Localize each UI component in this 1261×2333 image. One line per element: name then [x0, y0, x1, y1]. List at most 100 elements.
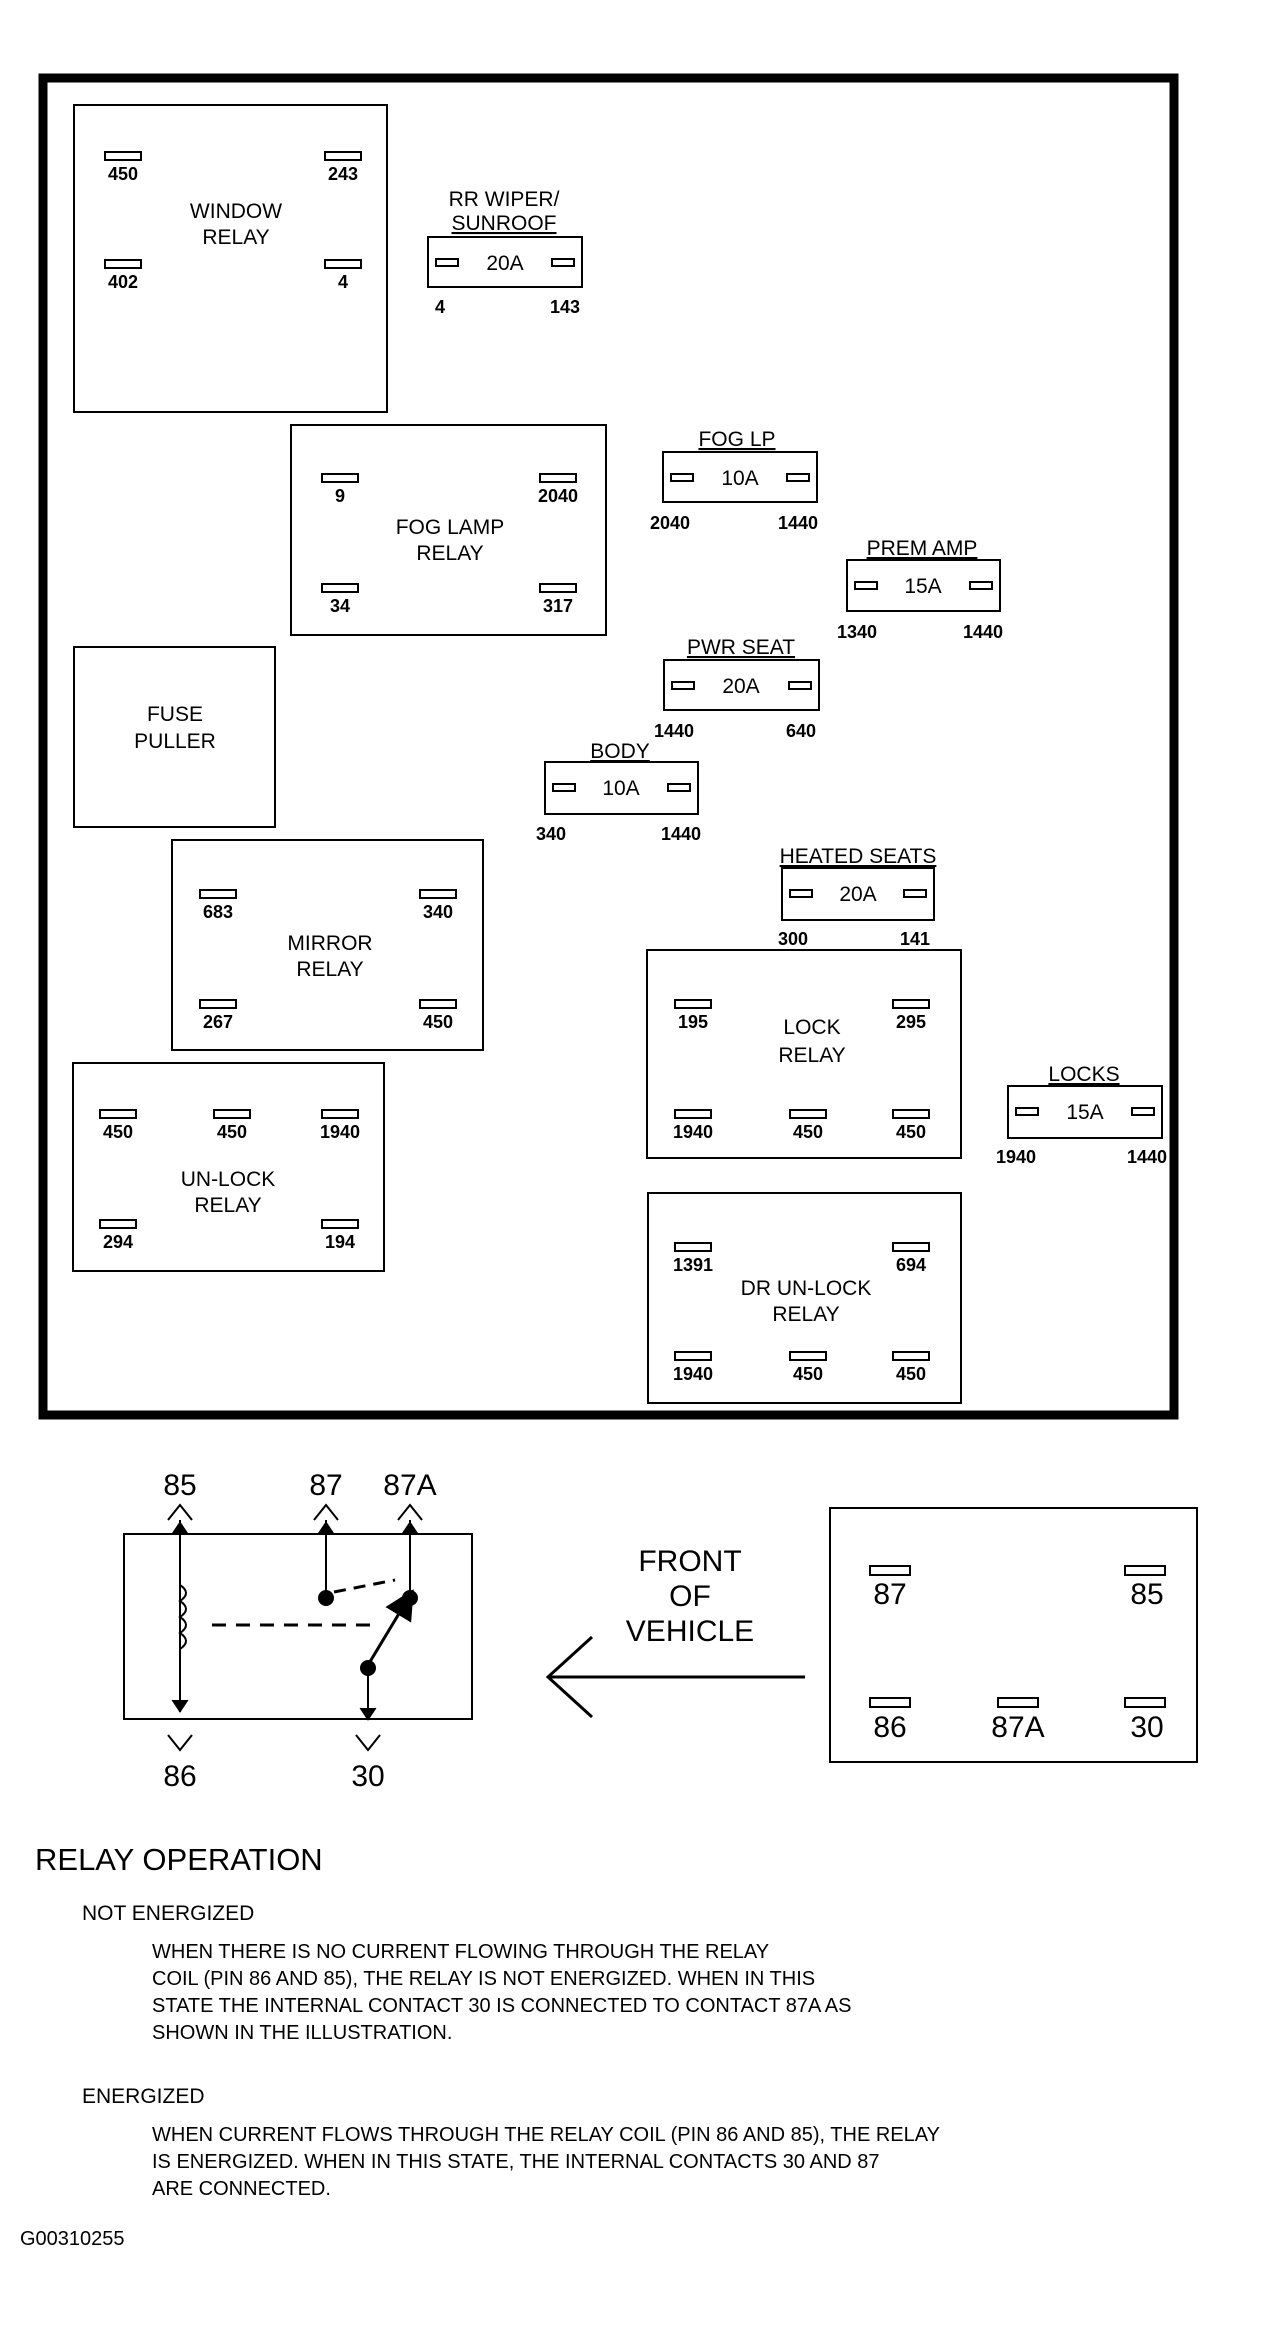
heated-seats-fuse: HEATED SEATS 20A 300 141 — [778, 845, 936, 949]
fuse-terminal: 1440 — [1127, 1147, 1167, 1167]
unlock-relay: 450 450 1940 294 194 UN-LOCK RELAY — [72, 1062, 385, 1272]
window-relay-pin: 402 — [108, 272, 138, 292]
unlock-relay-pin: 294 — [103, 1232, 133, 1252]
fuse-terminal: 1340 — [837, 622, 877, 642]
unlock-relay-label: UN-LOCK — [181, 1168, 276, 1191]
energized-line: WHEN CURRENT FLOWS THROUGH THE RELAY COI… — [152, 2124, 940, 2146]
pinout-85: 85 — [1130, 1578, 1163, 1611]
unlock-relay-label: RELAY — [194, 1194, 261, 1217]
schematic-pin-87: 87 — [309, 1469, 342, 1502]
fog-lamp-relay-label: RELAY — [416, 542, 483, 565]
relay-pinout: 87 85 86 87A 30 — [829, 1507, 1198, 1763]
fuse-terminal: 1440 — [654, 721, 694, 741]
fuse-name: BODY — [590, 740, 650, 763]
dr-unlock-relay-pin: 450 — [793, 1364, 823, 1384]
fuse-terminal: 143 — [550, 297, 580, 317]
fog-lamp-relay-pin: 9 — [335, 486, 345, 506]
fog-lamp-relay-pin: 317 — [543, 596, 573, 616]
mirror-relay-label: RELAY — [296, 958, 363, 981]
schematic-pin-87a: 87A — [383, 1469, 436, 1502]
locks-fuse: LOCKS 15A 1940 1440 — [996, 1063, 1167, 1167]
fuse-name: SUNROOF — [452, 212, 557, 235]
rr-wiper-fuse: RR WIPER/ SUNROOF 20A 4 143 — [427, 188, 583, 317]
fuse-puller-label: PULLER — [134, 730, 216, 753]
mirror-relay: 683 340 267 450 MIRROR RELAY — [171, 839, 484, 1051]
figure-id: G00310255 — [20, 2228, 125, 2250]
lock-relay-pin: 450 — [896, 1122, 926, 1142]
fuse-terminal: 340 — [536, 824, 566, 844]
dr-unlock-relay-pin: 450 — [896, 1364, 926, 1384]
not-energized-line: SHOWN IN THE ILLUSTRATION. — [152, 2022, 453, 2044]
fuse-terminal: 1940 — [996, 1147, 1036, 1167]
pinout-87: 87 — [873, 1578, 906, 1611]
lock-relay-pin: 450 — [793, 1122, 823, 1142]
dr-unlock-relay-label: DR UN-LOCK — [741, 1277, 872, 1300]
fuse-terminal: 4 — [435, 297, 445, 317]
unlock-relay-pin: 1940 — [320, 1122, 360, 1142]
schematic-pin-85: 85 — [163, 1469, 196, 1502]
fuse-terminal: 1440 — [661, 824, 701, 844]
body-fuse: BODY 10A 340 1440 — [536, 740, 701, 844]
fuse-terminal: 640 — [786, 721, 816, 741]
fog-lamp-relay-pin: 2040 — [538, 486, 578, 506]
fuse-puller: FUSE PULLER — [73, 646, 276, 828]
dr-unlock-relay-pin: 1940 — [673, 1364, 713, 1384]
fuse-rating: 15A — [904, 575, 941, 598]
fuse-terminal: 1440 — [963, 622, 1003, 642]
front-of-vehicle-indicator: FRONT OF VEHICLE — [545, 1545, 805, 1719]
lock-relay-label: RELAY — [778, 1044, 845, 1067]
unlock-relay-pin: 194 — [325, 1232, 355, 1252]
window-relay-label: RELAY — [202, 226, 269, 249]
fuse-name: FOG LP — [698, 428, 775, 451]
fuse-name: PREM AMP — [867, 537, 978, 560]
window-relay-pin: 450 — [108, 164, 138, 184]
lock-relay: 195 295 1940 450 450 LOCK RELAY — [646, 949, 962, 1159]
mirror-relay-pin: 683 — [203, 902, 233, 922]
window-relay-pin: 4 — [338, 272, 348, 292]
energized-line: IS ENERGIZED. WHEN IN THIS STATE, THE IN… — [152, 2151, 880, 2173]
unlock-relay-pin: 450 — [103, 1122, 133, 1142]
fuse-name: RR WIPER/ — [449, 188, 560, 211]
pinout-87a: 87A — [991, 1711, 1044, 1744]
fuse-terminal: 300 — [778, 929, 808, 949]
fuse-rating: 10A — [721, 467, 758, 490]
front-label: OF — [669, 1580, 711, 1613]
lock-relay-pin: 295 — [896, 1012, 926, 1032]
relay-schematic: 85 87 87A 86 30 — [123, 1469, 473, 1793]
fuse-rating: 10A — [602, 777, 639, 800]
fog-lamp-relay-pin: 34 — [330, 596, 350, 616]
relay-operation-heading: RELAY OPERATION — [35, 1842, 323, 1877]
pwr-seat-fuse: PWR SEAT 20A 1440 640 — [654, 636, 820, 741]
prem-amp-fuse: PREM AMP 15A 1340 1440 — [837, 537, 1003, 642]
front-label: FRONT — [638, 1545, 741, 1578]
fuse-block-frame — [38, 73, 1179, 1420]
fuse-name: PWR SEAT — [687, 636, 795, 659]
mirror-relay-pin: 450 — [423, 1012, 453, 1032]
fuse-name: LOCKS — [1048, 1063, 1119, 1086]
not-energized-line: STATE THE INTERNAL CONTACT 30 IS CONNECT… — [152, 1995, 852, 2017]
fog-lp-fuse: FOG LP 10A 2040 1440 — [650, 428, 818, 533]
dr-unlock-relay: 1391 694 1940 450 450 DR UN-LOCK RELAY — [647, 1192, 962, 1404]
fuse-puller-label: FUSE — [147, 703, 203, 726]
lock-relay-label: LOCK — [783, 1016, 840, 1039]
window-relay-pin: 243 — [328, 164, 358, 184]
mirror-relay-pin: 340 — [423, 902, 453, 922]
dr-unlock-relay-pin: 1391 — [673, 1255, 713, 1275]
dr-unlock-relay-label: RELAY — [772, 1303, 839, 1326]
schematic-pin-86: 86 — [163, 1760, 196, 1793]
unlock-relay-pin: 450 — [217, 1122, 247, 1142]
schematic-pin-30: 30 — [351, 1760, 384, 1793]
lock-relay-pin: 1940 — [673, 1122, 713, 1142]
energized-line: ARE CONNECTED. — [152, 2178, 331, 2200]
energized-title: ENERGIZED — [82, 2085, 205, 2108]
window-relay: 450 243 402 4 WINDOW RELAY — [73, 104, 388, 413]
fuse-rating: 15A — [1066, 1101, 1103, 1124]
fuse-terminal: 1440 — [778, 513, 818, 533]
fuse-rating: 20A — [722, 675, 759, 698]
fuse-terminal: 2040 — [650, 513, 690, 533]
lock-relay-pin: 195 — [678, 1012, 708, 1032]
front-label: VEHICLE — [626, 1615, 754, 1648]
not-energized-line: COIL (PIN 86 AND 85), THE RELAY IS NOT E… — [152, 1968, 816, 1990]
mirror-relay-pin: 267 — [203, 1012, 233, 1032]
